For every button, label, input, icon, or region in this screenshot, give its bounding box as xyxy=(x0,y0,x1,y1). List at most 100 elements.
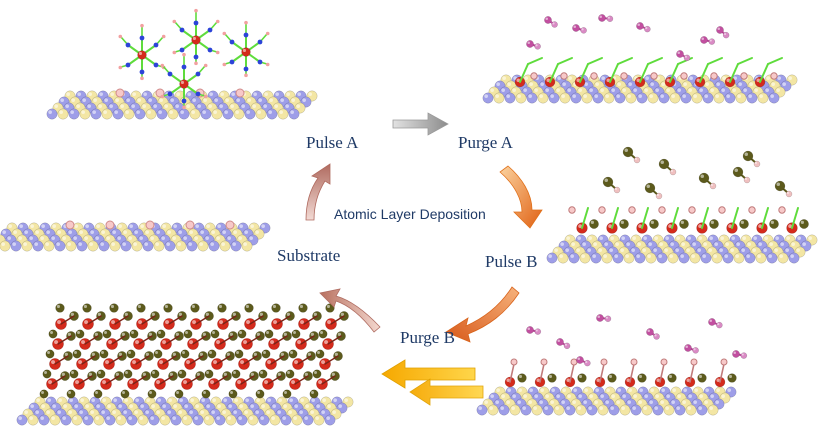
byproduct-molecule xyxy=(598,14,614,23)
hydrogen-atom xyxy=(161,34,166,39)
substrate-atom xyxy=(689,252,701,264)
byproduct-molecule xyxy=(526,326,542,335)
bond xyxy=(165,335,180,345)
surface-site xyxy=(540,358,548,366)
substrate-atom xyxy=(526,92,538,104)
nitrogen-atom xyxy=(257,59,263,65)
substrate-atom xyxy=(137,414,149,426)
substrate-atom xyxy=(542,404,554,416)
substrate-atom xyxy=(167,108,179,120)
byproduct-atom xyxy=(596,314,604,322)
oxygen-atom xyxy=(156,329,166,339)
oxygen-atom xyxy=(774,180,786,192)
oxygen-atom xyxy=(282,389,292,399)
byproduct-atom xyxy=(563,342,571,350)
byproduct-atom xyxy=(644,25,651,33)
substrate-atom xyxy=(43,240,55,252)
surface-site xyxy=(680,72,688,80)
substrate-atom xyxy=(691,92,703,104)
oxygen-atom xyxy=(126,349,136,359)
bond xyxy=(611,207,619,229)
substrate-atom xyxy=(27,414,39,426)
bond xyxy=(57,335,72,345)
oxygen-atom xyxy=(93,389,103,399)
substrate-atom xyxy=(123,108,135,120)
step-label-substrate: Substrate xyxy=(277,246,341,265)
bond xyxy=(249,315,264,325)
oxygen-atom xyxy=(732,166,744,178)
substrate-atom xyxy=(590,252,602,264)
substrate-atom xyxy=(581,92,593,104)
bond xyxy=(84,335,99,345)
bond xyxy=(569,363,575,383)
oxygen-atom xyxy=(190,303,200,313)
oxygen-atom xyxy=(237,329,247,339)
substrate-atom xyxy=(656,252,668,264)
hydrogen-atom xyxy=(222,62,227,67)
surface-site xyxy=(748,206,756,214)
bond xyxy=(273,335,288,345)
byproduct-atom xyxy=(580,27,587,34)
bond xyxy=(519,63,529,83)
surface-site xyxy=(590,72,598,80)
bond xyxy=(759,63,769,83)
byproduct-atom xyxy=(716,26,724,34)
byproduct-molecule xyxy=(526,40,541,50)
byproduct-atom xyxy=(576,356,584,364)
nitrogen-atom xyxy=(193,20,199,26)
bond xyxy=(527,57,543,65)
bond xyxy=(707,57,723,65)
nitrogen-atom xyxy=(195,71,201,77)
oxygen-atom xyxy=(644,182,656,194)
surface-site xyxy=(718,206,726,214)
substrate-atom xyxy=(109,240,121,252)
bond xyxy=(599,363,605,383)
oxygen-atom xyxy=(66,389,76,399)
byproduct-atom xyxy=(526,40,534,48)
hydrogen-atom xyxy=(160,63,165,68)
bond xyxy=(327,335,342,345)
substrate-atom xyxy=(87,240,99,252)
hydrogen-atom xyxy=(203,63,208,68)
substrate-atom xyxy=(658,92,670,104)
nitrogen-atom xyxy=(181,98,187,104)
substrate-atom xyxy=(225,414,237,426)
substrate-atom xyxy=(192,414,204,426)
oxidant-molecule xyxy=(622,146,641,164)
bond xyxy=(669,63,679,83)
byproduct-molecule xyxy=(576,356,591,367)
surface-site xyxy=(710,72,718,80)
bond xyxy=(138,335,153,345)
bond xyxy=(162,355,177,365)
substrate-atom xyxy=(197,240,209,252)
oxygen-atom xyxy=(709,219,719,229)
oxygen-atom xyxy=(769,219,779,229)
bond xyxy=(297,355,312,365)
bond xyxy=(731,207,739,229)
bond xyxy=(647,57,663,65)
purge-b-panel xyxy=(476,314,748,416)
hydrogen-atom xyxy=(140,23,144,28)
oxygen-atom xyxy=(309,389,319,399)
substrate-atom xyxy=(498,404,510,416)
substrate-atom xyxy=(570,92,582,104)
oxygen-atom xyxy=(75,329,85,339)
substrate-atom xyxy=(115,414,127,426)
substrate-atom xyxy=(579,252,591,264)
nitrogen-atom xyxy=(195,91,201,97)
surface-site xyxy=(185,220,195,230)
bond xyxy=(108,355,123,365)
substrate-atom xyxy=(302,414,314,426)
oxygen-atom xyxy=(163,303,173,313)
substrate-atom xyxy=(230,240,242,252)
nitrogen-atom xyxy=(257,39,263,45)
oxygen-atom xyxy=(48,329,58,339)
oxygen-atom xyxy=(183,329,193,339)
bond xyxy=(641,207,649,229)
substrate-atom xyxy=(515,92,527,104)
substrate-atom xyxy=(707,404,719,416)
nitrogen-atom xyxy=(125,42,131,48)
substrate-atom xyxy=(134,108,146,120)
substrate-atom xyxy=(537,92,549,104)
